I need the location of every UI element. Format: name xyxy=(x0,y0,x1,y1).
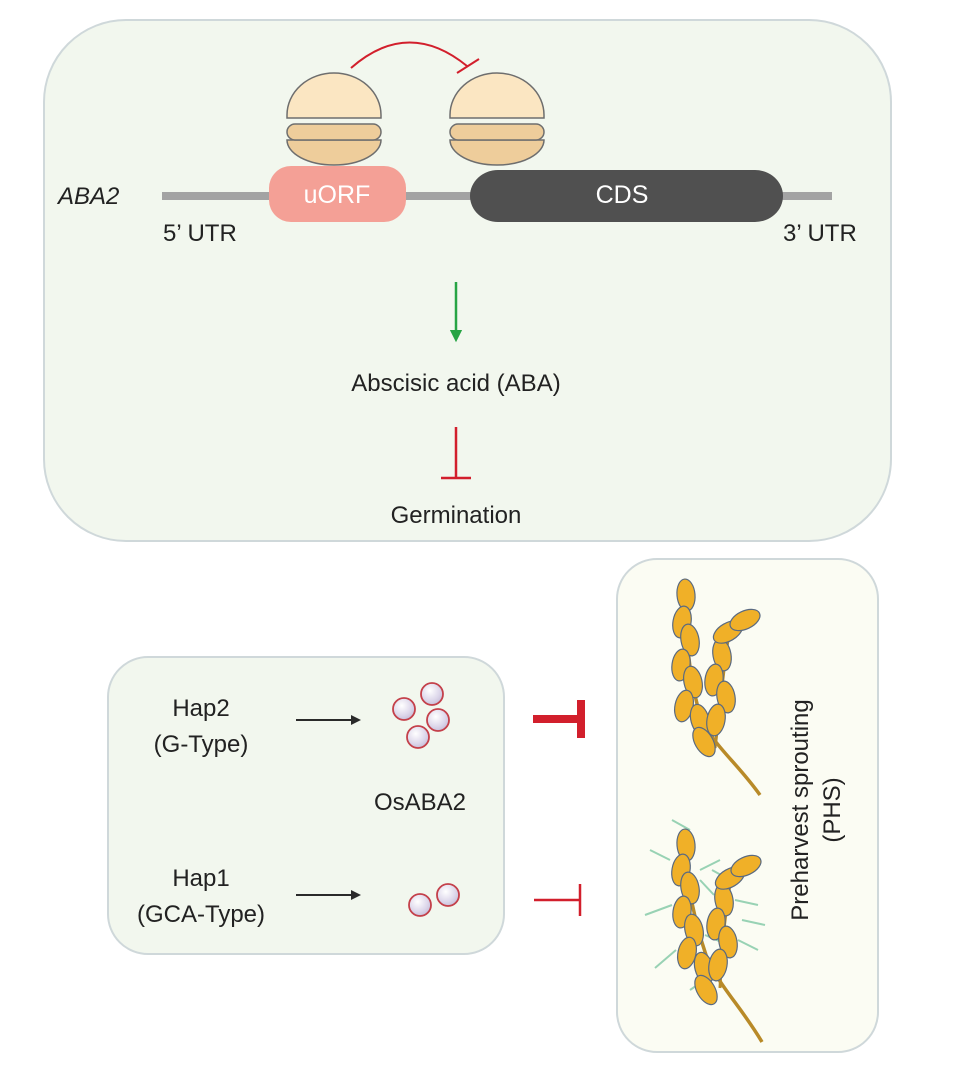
germination-inhibition xyxy=(441,427,471,480)
phs-label: Preharvest sprouting xyxy=(787,699,814,920)
hap1-label: Hap1 xyxy=(172,865,229,892)
hap2-type-label: (G-Type) xyxy=(154,731,249,758)
hap2-label: Hap2 xyxy=(172,695,229,722)
strong-inhibition xyxy=(533,700,585,738)
panicle-upper xyxy=(669,577,764,797)
panicle-lower xyxy=(644,819,766,1043)
uorf-label: uORF xyxy=(304,181,371,209)
utr5-label: 5’ UTR xyxy=(163,220,237,247)
gene-label: ABA2 xyxy=(56,183,119,210)
utr3-label: 3’ UTR xyxy=(783,220,857,247)
uorf-box xyxy=(269,166,406,222)
protein-cluster-low xyxy=(408,883,460,917)
haplotype-panel: Hap2 (G-Type) OsABA2 Hap1 (GCA-Type) xyxy=(107,656,505,955)
top-panel: uORF CDS ABA2 5’ UTR 3’ UTR Abscisic aci… xyxy=(43,19,892,542)
phs-abbr-label: (PHS) xyxy=(819,777,846,842)
uorf-inhibition-arc xyxy=(350,41,480,74)
ribosome-right xyxy=(449,72,545,166)
cds-label: CDS xyxy=(596,181,649,209)
weak-inhibition xyxy=(534,884,582,916)
cds-box xyxy=(470,170,783,222)
protein-cluster-high xyxy=(392,682,450,749)
phs-panel: Preharvest sprouting (PHS) xyxy=(616,558,879,1053)
ribosome-left xyxy=(286,72,382,166)
protein-label: OsABA2 xyxy=(374,789,466,816)
hap1-type-label: (GCA-Type) xyxy=(137,901,265,928)
outcome-label: Germination xyxy=(391,502,522,529)
product-label: Abscisic acid (ABA) xyxy=(351,370,560,397)
